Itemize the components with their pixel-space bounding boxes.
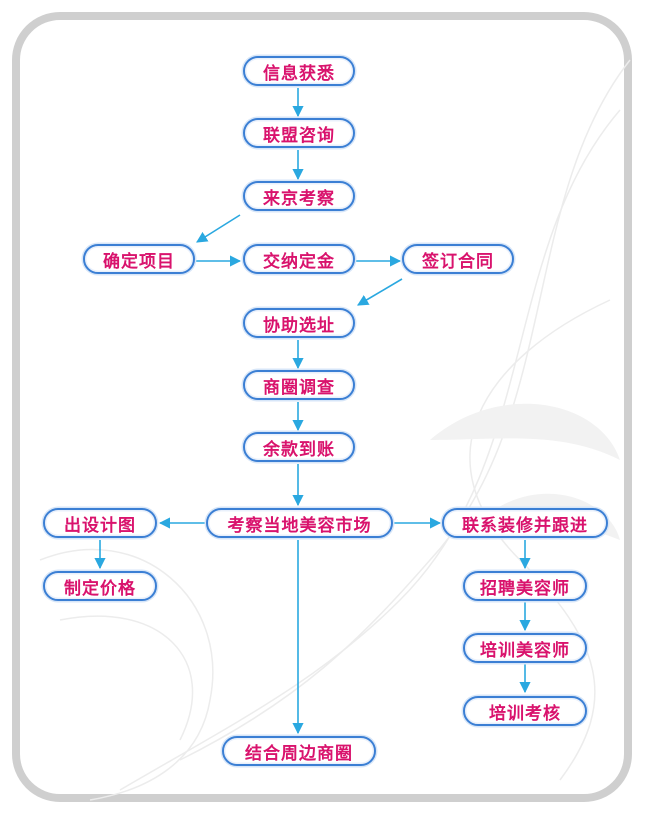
node-design: 出设计图 bbox=[43, 508, 157, 538]
node-alliance: 联盟咨询 bbox=[243, 118, 355, 148]
node-site: 协助选址 bbox=[243, 308, 355, 338]
node-combine: 结合周边商圈 bbox=[222, 736, 376, 766]
node-deposit: 交纳定金 bbox=[243, 244, 355, 274]
node-info: 信息获悉 bbox=[243, 56, 355, 86]
node-contract: 签订合同 bbox=[402, 244, 514, 274]
node-price: 制定价格 bbox=[43, 571, 157, 601]
node-market: 考察当地美容市场 bbox=[206, 508, 393, 538]
node-survey: 商圈调查 bbox=[243, 370, 355, 400]
node-decor: 联系装修并跟进 bbox=[442, 508, 608, 538]
node-confirm: 确定项目 bbox=[83, 244, 195, 274]
node-visit: 来京考察 bbox=[243, 181, 355, 211]
arrow-contract-site bbox=[357, 278, 403, 306]
node-exam: 培训考核 bbox=[463, 696, 587, 726]
arrow-visit-confirm bbox=[196, 214, 241, 243]
node-payment: 余款到账 bbox=[243, 432, 355, 462]
node-recruit: 招聘美容师 bbox=[463, 571, 587, 601]
node-train: 培训美容师 bbox=[463, 633, 587, 663]
